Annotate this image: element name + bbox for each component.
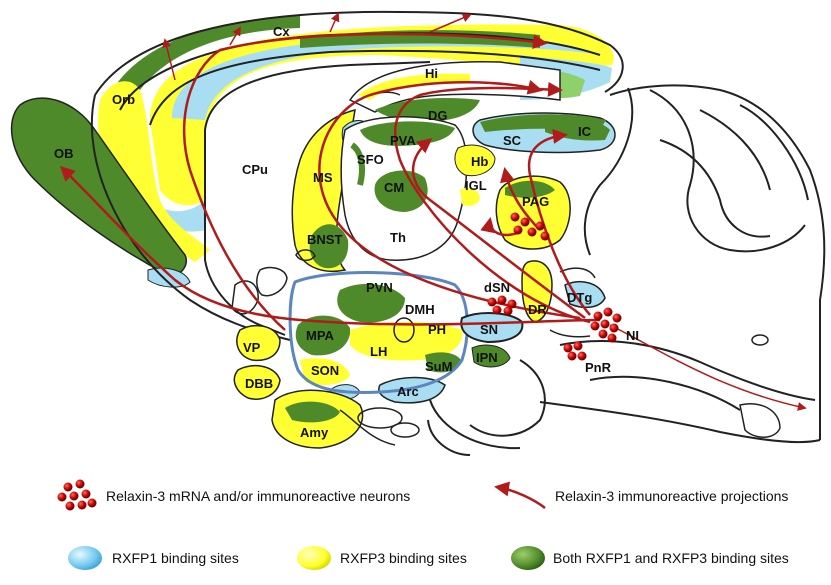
- label-sum: SuM: [425, 359, 452, 374]
- label-ms: MS: [313, 170, 333, 185]
- region-labels: Cx Orb Hi OB DG PVA SC IC CPu SFO Hb MS …: [54, 24, 639, 440]
- legend-projections-label: Relaxin-3 immunoreactive projections: [555, 488, 788, 504]
- label-vp: VP: [243, 340, 261, 355]
- label-ipn: IPN: [476, 350, 498, 365]
- neuron-dots-icon: [57, 479, 97, 511]
- label-arc: Arc: [397, 384, 419, 399]
- label-th: Th: [390, 230, 406, 245]
- legend-rxfp1: RXFP1 binding sites: [68, 546, 239, 570]
- label-cx: Cx: [273, 24, 290, 39]
- label-dmh: DMH: [405, 302, 435, 317]
- legend-projections: Relaxin-3 immunoreactive projections: [494, 481, 788, 509]
- label-son: SON: [311, 363, 339, 378]
- legend-both-label: Both RXFP1 and RXFP3 binding sites: [553, 550, 789, 566]
- label-igl: IGL: [465, 178, 487, 193]
- rxfp1-swatch-icon: [68, 546, 102, 570]
- legend-both: Both RXFP1 and RXFP3 binding sites: [511, 546, 789, 570]
- label-ni: NI: [626, 328, 639, 343]
- label-pva: PVA: [390, 133, 416, 148]
- label-sn: SN: [480, 322, 498, 337]
- label-dg: DG: [428, 108, 448, 123]
- projections: [59, 12, 807, 411]
- basal-forebrain: [231, 266, 396, 449]
- legend-rxfp3: RXFP3 binding sites: [297, 546, 467, 570]
- hippocampus: [348, 61, 561, 122]
- label-dr: DR: [528, 302, 547, 317]
- midbrain-ventral: [460, 267, 606, 368]
- label-orb: Orb: [112, 92, 135, 107]
- ni-neurons: [590, 307, 622, 343]
- misc-outlines: [295, 249, 781, 438]
- label-ob: OB: [54, 146, 74, 161]
- label-dsn: dSN: [484, 280, 510, 295]
- hypothalamus: [288, 271, 469, 404]
- label-hb: Hb: [471, 154, 488, 169]
- label-mpa: MPA: [306, 328, 335, 343]
- label-amy: Amy: [300, 425, 329, 440]
- neuron-clusters: [487, 212, 622, 361]
- label-cm: CM: [384, 180, 404, 195]
- hypothalamus-outline: [288, 271, 469, 394]
- legend: Relaxin-3 mRNA and/or immunoreactive neu…: [57, 479, 789, 570]
- label-ph: PH: [428, 322, 446, 337]
- projection-arrow-icon: [494, 481, 546, 509]
- label-pnr: PnR: [585, 360, 612, 375]
- label-ic: IC: [578, 124, 592, 139]
- legend-neurons: Relaxin-3 mRNA and/or immunoreactive neu…: [57, 479, 410, 511]
- legend-rxfp1-label: RXFP1 binding sites: [112, 550, 239, 566]
- label-bnst: BNST: [307, 232, 342, 247]
- dsn-neurons: [487, 295, 517, 316]
- label-pvn: PVN: [366, 280, 393, 295]
- legend-neurons-label: Relaxin-3 mRNA and/or immunoreactive neu…: [106, 488, 410, 504]
- label-pag: PAG: [522, 194, 549, 209]
- label-sc: SC: [503, 133, 522, 148]
- rxfp3-swatch-icon: [297, 546, 331, 570]
- pnr-neurons: [563, 341, 587, 361]
- label-hi: Hi: [425, 66, 438, 81]
- label-lh: LH: [370, 344, 387, 359]
- label-cpu: CPu: [242, 162, 268, 177]
- tectum: [454, 112, 616, 206]
- pag-neurons: [510, 212, 550, 241]
- legend-rxfp3-label: RXFP3 binding sites: [340, 550, 467, 566]
- label-dbb: DBB: [245, 376, 273, 391]
- label-sfo: SFO: [357, 152, 384, 167]
- label-dtg: DTg: [567, 290, 592, 305]
- both-swatch-icon: [511, 546, 545, 570]
